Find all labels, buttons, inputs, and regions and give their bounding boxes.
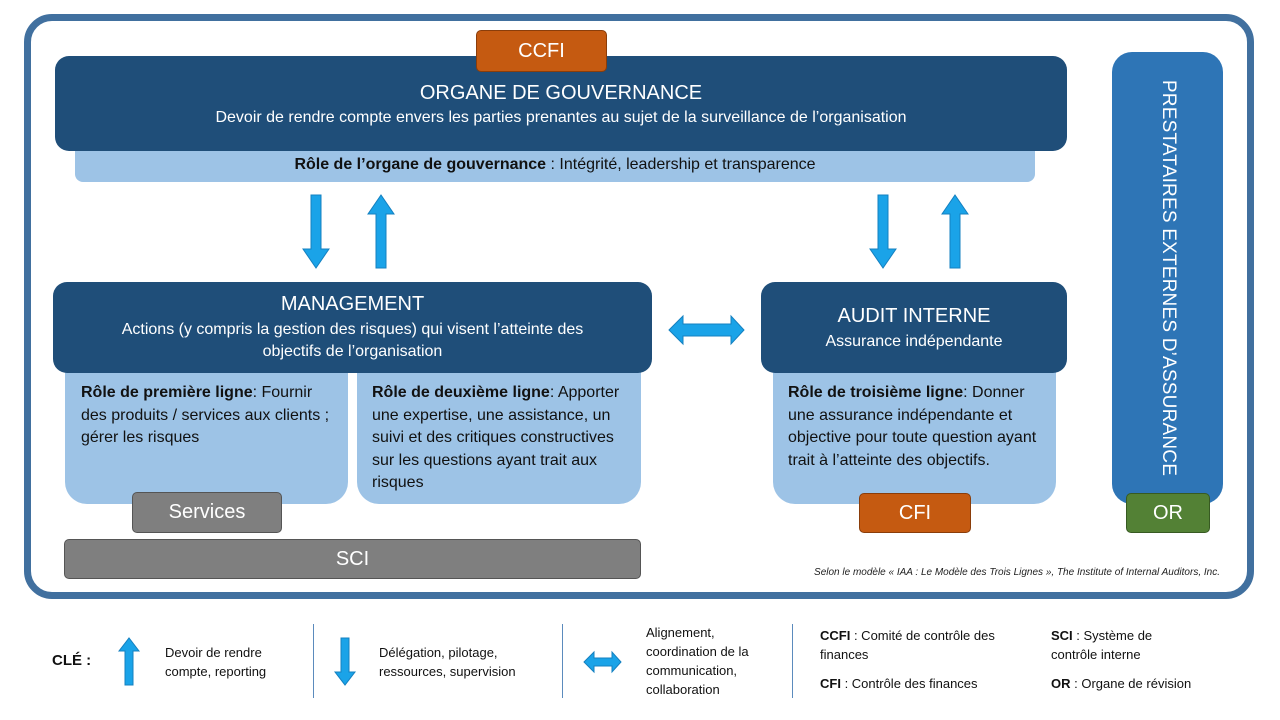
abbr-sci-meaning: : Système de contrôle interne [1051,628,1153,662]
management-subtitle: Actions (y compris la gestion des risque… [121,321,584,360]
legend-down-arrow-text: Délégation, pilotage, ressources, superv… [379,645,516,679]
external-assurance-title: PRESTATAIRES EXTERNES D’ASSURANCE [1157,79,1179,477]
legend-abbr-or: OR : Organe de révision [1051,674,1251,693]
abbr-sci-label: SCI [1051,628,1073,643]
arrow-up-audit [941,194,969,269]
governance-title: ORGANE DE GOUVERNANCE [419,82,703,104]
or-badge: OR [1126,493,1210,533]
legend-key-label: CLÉ : [52,652,92,669]
legend-abbr-cfi: CFI : Contrôle des finances [820,674,1030,693]
first-line-label: Rôle de première ligne [81,384,253,401]
governance-subtitle: Devoir de rendre compte envers les parti… [215,109,907,126]
arrow-down-management [302,194,330,269]
arrow-down-audit [869,194,897,269]
first-line-text: : Fournir des produits / services aux cl… [81,384,330,446]
third-line-label: Rôle de troisième ligne [788,384,964,401]
legend-abbr-sci: SCI : Système de contrôle interne [1051,626,1181,664]
audit-title: AUDIT INTERNE [837,305,991,327]
legend-divider-3 [792,624,793,698]
legend-up-arrow-text: Devoir de rendre compte, reporting [165,645,267,679]
abbr-cfi-label: CFI [820,676,841,691]
legend-divider-2 [562,624,563,698]
legend-up-arrow-icon [117,637,141,686]
third-line-role-box: Rôle de troisième ligne: Donner une assu… [773,360,1056,504]
second-line-text: : Apporter une expertise, une assistance… [372,384,620,491]
first-line-role-box: Rôle de première ligne: Fournir des prod… [65,360,348,504]
arrow-up-management [367,194,395,269]
governance-role-label: Rôle de l’organe de gouvernance [294,156,547,173]
arrow-bidirectional [668,314,745,346]
external-assurance-box: PRESTATAIRES EXTERNES D’ASSURANCE [1112,52,1223,504]
audit-subtitle: Assurance indépendante [825,333,1003,350]
management-title: MANAGEMENT [280,293,425,315]
legend-abbr-ccfi: CCFI : Comité de contrôle des finances [820,626,1030,664]
source-credit: Selon le modèle « IAA : Le Modèle des Tr… [814,567,1220,578]
sci-bar: SCI [64,539,641,579]
abbr-or-label: OR [1051,676,1071,691]
second-line-label: Rôle de deuxième ligne [372,384,550,401]
abbr-or-meaning: : Organe de révision [1070,676,1192,691]
audit-box: AUDIT INTERNE Assurance indépendante [761,282,1067,373]
cfi-badge: CFI [859,493,971,533]
legend-divider-1 [313,624,314,698]
governance-role-text: : Intégrité, leadership et transparence [546,156,816,173]
management-box: MANAGEMENT Actions (y compris la gestion… [53,282,652,373]
abbr-ccfi-label: CCFI [820,628,851,643]
second-line-role-box: Rôle de deuxième ligne: Apporter une exp… [357,360,641,504]
legend-down-arrow-icon [333,637,357,686]
legend-double-arrow-icon [583,650,622,674]
legend-double-arrow-text: Alignement, coordination de la communica… [646,625,749,697]
ccfi-badge: CCFI [476,30,607,72]
abbr-cfi-meaning: : Contrôle des finances [840,676,978,691]
services-badge: Services [132,492,282,533]
third-line-text: : Donner une assurance indépendante et o… [788,384,1037,469]
abbr-ccfi-meaning: : Comité de contrôle des finances [820,628,995,662]
